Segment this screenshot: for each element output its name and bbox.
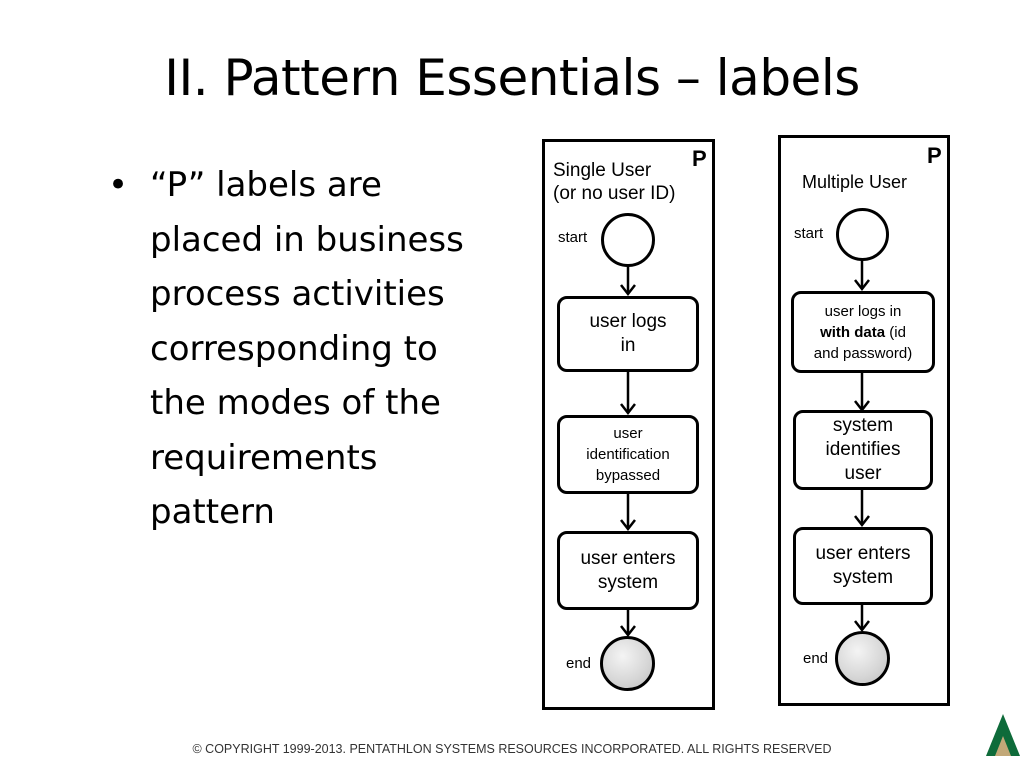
start-node — [601, 213, 655, 267]
step-emphasis: with data — [820, 323, 886, 341]
bullet-marker: • — [108, 165, 129, 205]
step-system-identifies-user: system identifies user — [793, 410, 933, 490]
flow-arrow — [854, 373, 870, 413]
step-line: with data (id — [820, 322, 906, 343]
step-fragment: (id — [885, 323, 906, 341]
step-user-enters-system: user enters system — [557, 531, 699, 610]
flow-arrow — [620, 265, 636, 297]
step-identification-bypassed: user identification bypassed — [557, 415, 699, 494]
step-line: and password) — [813, 344, 913, 362]
end-label: end — [566, 655, 592, 672]
step-user-logs-in-with-data: user logs in with data (id and password) — [791, 291, 935, 373]
copyright-footer: © COPYRIGHT 1999-2013. PENTATHLON SYSTEM… — [192, 742, 832, 756]
start-node — [836, 208, 889, 261]
start-label: start — [558, 229, 588, 246]
lane-title: Multiple User — [802, 172, 908, 192]
flow-arrow — [620, 610, 636, 638]
flow-arrow — [854, 260, 870, 292]
lane-p-label: P — [692, 146, 707, 171]
end-node — [600, 636, 655, 691]
end-node — [835, 631, 890, 686]
flow-arrow — [620, 372, 636, 416]
lane-title: Single User (or no user ID) — [553, 160, 676, 204]
flow-arrow — [854, 490, 870, 528]
slide-title: II. Pattern Essentials – labels — [164, 49, 860, 107]
step-user-enters-system: user enters system — [793, 527, 933, 605]
step-line: user logs in — [824, 302, 902, 320]
lane-p-label: P — [927, 143, 942, 168]
end-label: end — [803, 650, 829, 667]
bullet-text: “P” labels are placed in business proces… — [150, 165, 464, 532]
flow-arrow — [854, 605, 870, 633]
start-label: start — [794, 225, 824, 242]
flow-arrow — [620, 494, 636, 532]
step-user-logs-in: user logs in — [557, 296, 699, 372]
company-logo-icon — [986, 714, 1020, 756]
